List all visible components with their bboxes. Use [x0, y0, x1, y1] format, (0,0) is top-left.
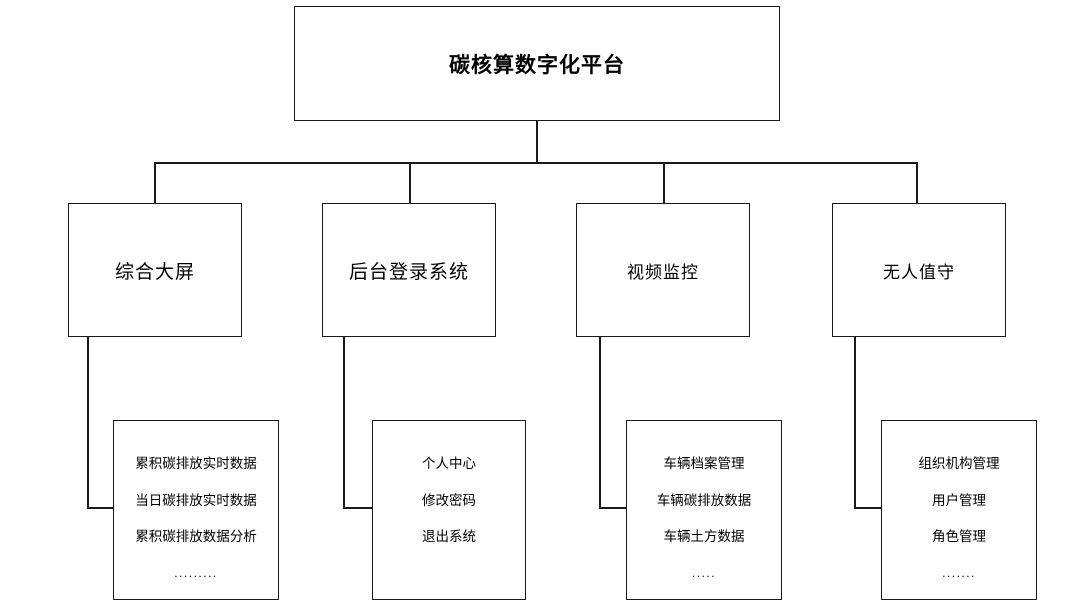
connector-elbow-h-4 — [854, 507, 882, 509]
branch-node-1-label: 综合大屏 — [114, 261, 195, 283]
connector-bus-drop-3 — [663, 163, 665, 203]
connector-root-stem — [536, 121, 538, 163]
leaf-item: 当日碳排放实时数据 — [135, 492, 257, 508]
leaf-item-ellipsis: ..... — [691, 565, 717, 580]
leaf-item-ellipsis: ....... — [942, 565, 976, 580]
leaf-item: 修改密码 — [422, 492, 476, 508]
leaf-item: 车辆土方数据 — [663, 529, 745, 544]
connector-elbow-h-1 — [87, 507, 114, 509]
connector-elbow-v-3 — [599, 337, 601, 508]
leaf-item: 累积碳排放数据分析 — [135, 529, 257, 544]
connector-bus-drop-1 — [154, 163, 156, 203]
connector-elbow-v-4 — [854, 337, 856, 508]
branch-node-4-label: 无人值守 — [883, 262, 955, 282]
branch-node-2-label: 后台登录系统 — [348, 261, 469, 283]
leaf-item: 车辆碳排放数据 — [656, 492, 752, 508]
leaf-item: 用户管理 — [932, 492, 986, 508]
leaf-item: 车辆档案管理 — [663, 456, 745, 471]
root-node[interactable]: 碳核算数字化平台 — [294, 6, 780, 121]
leaf-node-1[interactable]: 累积碳排放实时数据 当日碳排放实时数据 累积碳排放数据分析 ......... — [113, 420, 279, 600]
connector-bus-drop-4 — [916, 163, 918, 203]
leaf-node-3[interactable]: 车辆档案管理 车辆碳排放数据 车辆土方数据 ..... — [626, 420, 782, 600]
connector-elbow-h-2 — [343, 507, 373, 509]
branch-node-3[interactable]: 视频监控 — [576, 203, 750, 337]
branch-node-1[interactable]: 综合大屏 — [68, 203, 242, 337]
connector-elbow-v-2 — [343, 337, 345, 508]
leaf-item-ellipsis: ......... — [174, 565, 218, 580]
leaf-item: 个人中心 — [422, 456, 476, 471]
leaf-node-4[interactable]: 组织机构管理 用户管理 角色管理 ....... — [881, 420, 1037, 600]
leaf-item: 累积碳排放实时数据 — [135, 456, 257, 471]
leaf-node-2[interactable]: 个人中心 修改密码 退出系统 — [372, 420, 526, 600]
connector-elbow-h-3 — [599, 507, 627, 509]
leaf-item: 角色管理 — [932, 529, 986, 544]
connector-bus — [154, 162, 918, 164]
connector-bus-drop-2 — [409, 163, 411, 203]
branch-node-3-label: 视频监控 — [627, 262, 699, 282]
connector-elbow-v-1 — [87, 337, 89, 508]
branch-node-4[interactable]: 无人值守 — [832, 203, 1006, 337]
root-node-label: 碳核算数字化平台 — [449, 53, 625, 77]
leaf-item: 退出系统 — [422, 529, 476, 544]
branch-node-2[interactable]: 后台登录系统 — [322, 203, 496, 337]
leaf-item: 组织机构管理 — [918, 456, 1000, 471]
